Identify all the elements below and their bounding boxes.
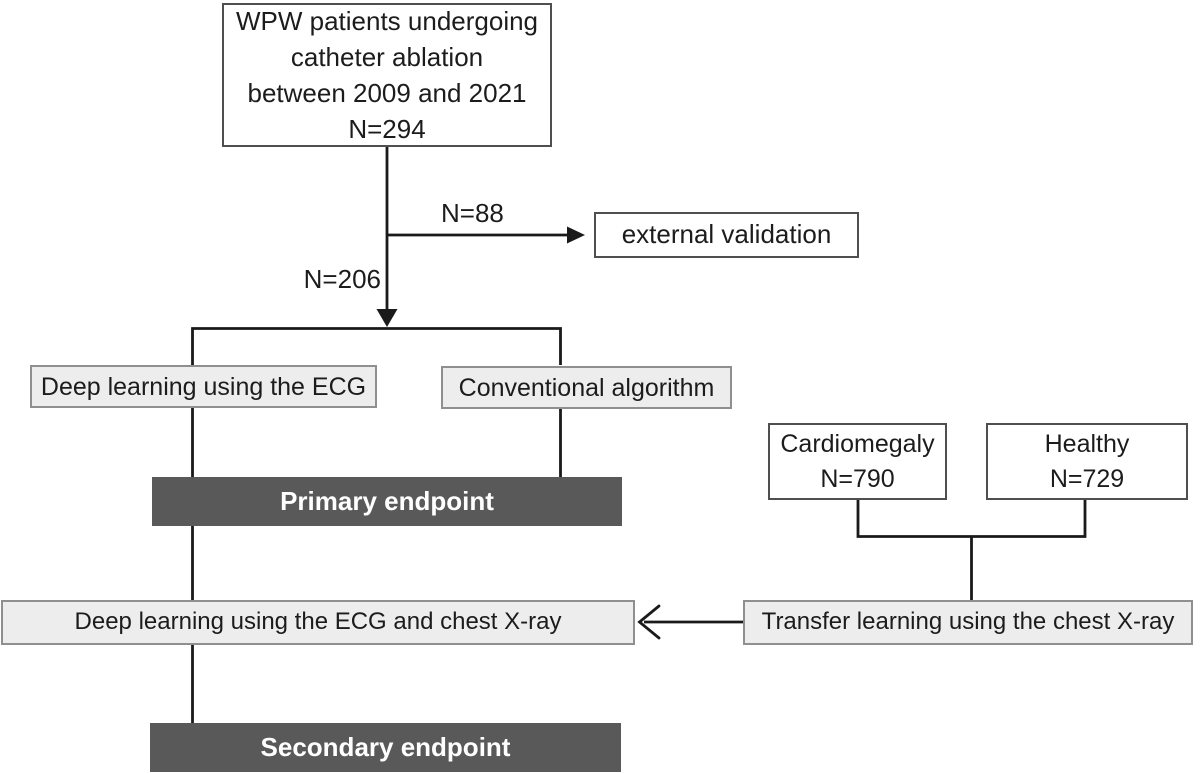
edge-label-n88: N=88	[441, 198, 504, 228]
node-conventional-algorithm-label: Conventional algorithm	[458, 373, 715, 402]
node-deep-learning-ecg-xray-label: Deep learning using the ECG and chest X-…	[74, 608, 562, 636]
node-secondary-endpoint: Secondary endpoint	[150, 723, 621, 772]
node-deep-learning-ecg-xray: Deep learning using the ECG and chest X-…	[1, 600, 635, 645]
node-transfer-learning-label: Transfer learning using the chest X-ray	[761, 608, 1175, 636]
edge-splitter	[191, 327, 562, 365]
node-deep-learning-ecg-label: Deep learning using the ECG	[40, 372, 367, 401]
node-cardiomegaly-line-2: N=790	[820, 464, 895, 493]
left-open-arrowhead-icon	[637, 604, 661, 640]
node-wpw-line-4: N=294	[348, 114, 426, 144]
down-arrowhead-icon	[376, 309, 398, 327]
node-primary-endpoint-label: Primary endpoint	[280, 485, 494, 516]
node-cardiomegaly-line-1: Cardiomegaly	[780, 429, 935, 458]
node-wpw-line-3: between 2009 and 2021	[247, 78, 527, 108]
node-external-validation-label: external validation	[621, 219, 832, 250]
edge-label-n206: N=206	[303, 264, 381, 294]
node-external-validation: external validation	[594, 212, 859, 258]
node-healthy: Healthy N=729	[986, 423, 1188, 500]
node-conventional-algorithm: Conventional algorithm	[441, 366, 732, 409]
node-wpw-line-2: catheter ablation	[290, 42, 484, 72]
node-secondary-endpoint-label: Secondary endpoint	[260, 731, 511, 762]
node-deep-learning-ecg: Deep learning using the ECG	[30, 365, 377, 408]
node-healthy-line-1: Healthy	[1044, 429, 1130, 458]
node-transfer-learning: Transfer learning using the chest X-ray	[743, 600, 1193, 645]
node-wpw-patients: WPW patients undergoing catheter ablatio…	[222, 3, 552, 147]
edge-merge-transfer	[856, 500, 1087, 600]
node-primary-endpoint: Primary endpoint	[152, 477, 622, 526]
node-cardiomegaly: Cardiomegaly N=790	[768, 423, 947, 500]
node-wpw-line-1: WPW patients undergoing	[235, 6, 539, 36]
right-arrowhead-icon	[567, 226, 585, 244]
node-healthy-line-2: N=729	[1049, 464, 1125, 493]
